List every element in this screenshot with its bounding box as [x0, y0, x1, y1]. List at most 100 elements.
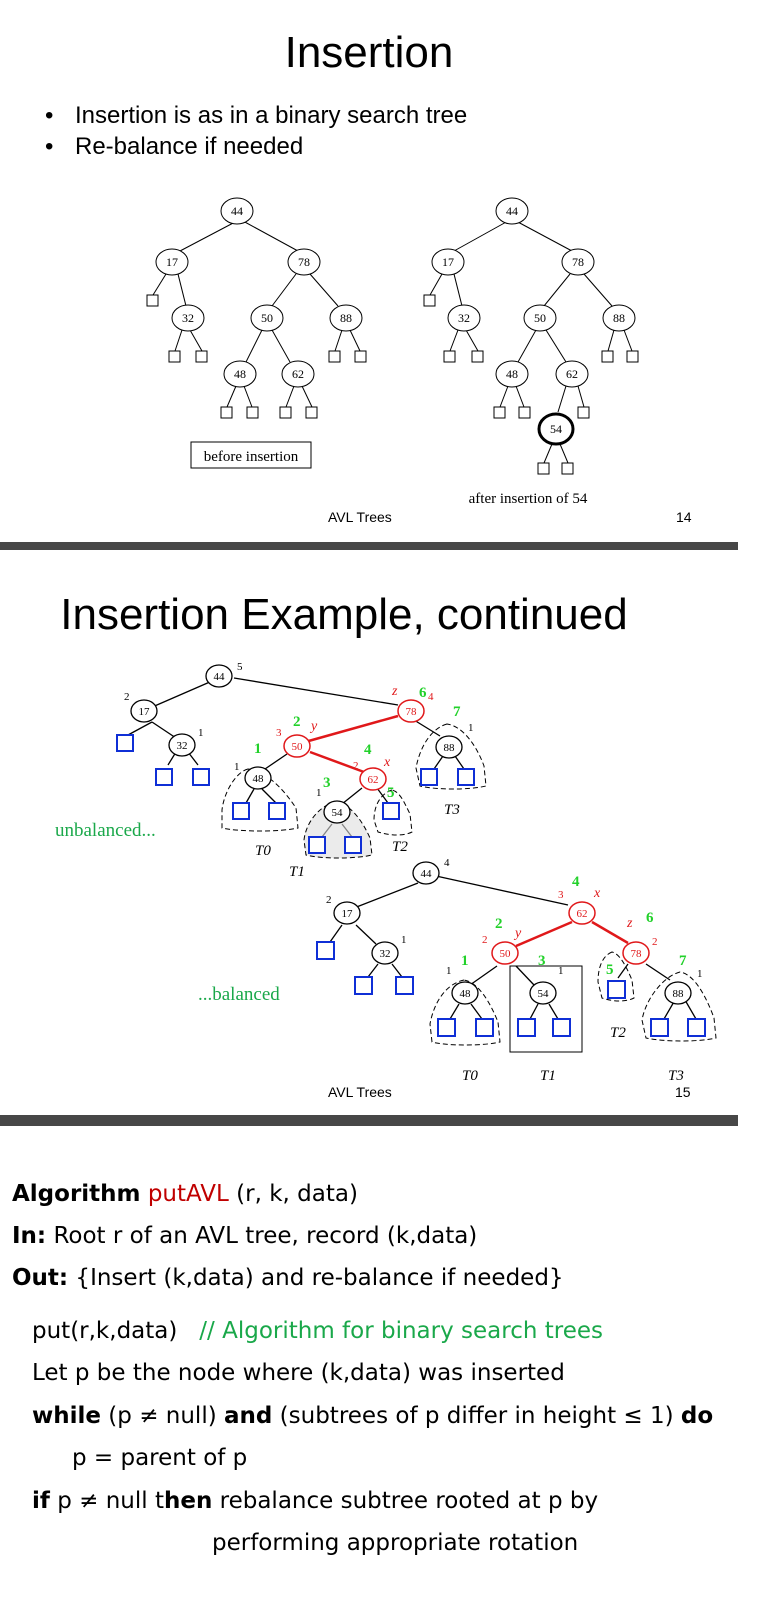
order-label: 7 [679, 953, 687, 969]
height-label: 4 [428, 691, 434, 703]
node-label: 44 [421, 868, 433, 880]
order-label: 7 [453, 704, 461, 720]
subtree-label-t1: T1 [540, 1068, 556, 1084]
slide1-bullets: •Insertion is as in a binary search tree… [45, 100, 467, 162]
node-label: 54 [538, 988, 550, 1000]
node-label: 32 [380, 948, 391, 960]
algorithm-header: Algorithm putAVL (r, k, data) [12, 1181, 358, 1207]
node-label: 32 [177, 740, 188, 752]
slide-algorithm: Algorithm putAVL (r, k, data) In: Root r… [0, 1126, 738, 1620]
slide-insertion: Insertion •Insertion is as in a binary s… [0, 0, 738, 542]
node-label: 50 [534, 311, 546, 325]
y-label: y [309, 719, 318, 734]
node-label: 88 [444, 742, 456, 754]
height-label: 1 [198, 727, 204, 739]
node-label: 54 [550, 422, 562, 436]
x-label: x [593, 886, 601, 901]
node-label: 48 [460, 988, 472, 1000]
subtree-label-t0: T0 [462, 1068, 478, 1084]
bullet-item: •Re-balance if needed [45, 133, 304, 160]
node-label: 78 [406, 706, 418, 718]
slide-separator [0, 1115, 762, 1126]
order-label: 5 [387, 785, 395, 801]
height-label: 4 [444, 857, 450, 869]
z-label: z [391, 684, 398, 699]
node-label: 78 [572, 255, 584, 269]
algorithm-line-if: if p ≠ null then rebalance subtree roote… [32, 1488, 599, 1514]
slide-separator [0, 542, 762, 550]
subtree-label-t3: T3 [668, 1068, 684, 1084]
node-label: 78 [631, 948, 643, 960]
unbalanced-label: unbalanced... [55, 820, 156, 841]
slide-insertion-example: Insertion Example, continued [0, 550, 738, 1115]
order-label: 3 [538, 953, 546, 969]
subtree-label-t0: T0 [255, 843, 271, 859]
node-label: 88 [340, 311, 352, 325]
algorithm-line-parent: p = parent of p [72, 1445, 248, 1471]
height-label: 2 [353, 760, 359, 772]
node-label: 48 [253, 773, 265, 785]
tree-before-insertion: 44 17 78 32 50 88 48 62 before insertion [146, 197, 639, 507]
node-label: 17 [342, 908, 354, 920]
node-label: 54 [332, 807, 344, 819]
order-label: 6 [419, 685, 427, 701]
node-label: 48 [234, 367, 246, 381]
slide1-title: Insertion [284, 28, 454, 77]
slide2-page-number: 15 [675, 1084, 691, 1100]
slide2-footer: AVL Trees [328, 1084, 392, 1100]
node-label: 62 [577, 908, 588, 920]
height-label: 2 [482, 934, 488, 946]
right-margin [738, 0, 762, 1620]
subtree-label-t2: T2 [392, 839, 408, 855]
node-label: 50 [500, 948, 512, 960]
height-label: 3 [558, 889, 564, 901]
node-label: 48 [506, 367, 518, 381]
node-label: 78 [298, 255, 310, 269]
height-label: 1 [401, 934, 407, 946]
node-label: 32 [458, 311, 470, 325]
subtree-label-t1: T1 [289, 864, 305, 880]
order-label: 2 [293, 714, 301, 730]
x-label: x [383, 755, 391, 770]
subtree-label-t3: T3 [444, 802, 460, 818]
order-label: 5 [606, 962, 614, 978]
height-label: 1 [697, 968, 703, 980]
node-label: 44 [231, 204, 243, 218]
algorithm-line-rotation: performing appropriate rotation [212, 1530, 579, 1556]
algorithm-name: putAVL [147, 1181, 229, 1207]
node-label: 17 [139, 706, 151, 718]
height-label: 2 [326, 894, 332, 906]
node-label: 62 [292, 367, 304, 381]
node-label: 88 [613, 311, 625, 325]
node-label: 44 [214, 671, 226, 683]
node-label: 62 [566, 367, 578, 381]
node-label: 88 [673, 988, 685, 1000]
height-label: 1 [316, 787, 322, 799]
height-label: 1 [446, 965, 452, 977]
height-label: 5 [237, 661, 243, 673]
algorithm-line-while: while (p ≠ null) and (subtrees of p diff… [32, 1403, 714, 1429]
avl-rotation-diagram: 44 17 32 88 48 54 78 50 62 5 2 1 1 1 1 4… [55, 661, 717, 1084]
order-label: 6 [646, 910, 654, 926]
balanced-label: ...balanced [198, 984, 280, 1005]
algorithm-line-put: put(r,k,data) // Algorithm for binary se… [32, 1318, 603, 1344]
height-label: 3 [276, 727, 282, 739]
y-label: y [513, 926, 522, 941]
slide1-page-number: 14 [676, 509, 692, 525]
height-label: 2 [124, 691, 130, 703]
order-label: 4 [572, 874, 580, 890]
z-label: z [626, 916, 633, 931]
order-label: 1 [254, 741, 262, 757]
bullet-item: •Insertion is as in a binary search tree [45, 102, 468, 129]
node-label: 62 [368, 774, 379, 786]
order-label: 3 [323, 775, 331, 791]
order-label: 4 [364, 742, 372, 758]
slide1-footer: AVL Trees [328, 509, 392, 525]
before-insertion-label: before insertion [204, 449, 299, 465]
height-label: 1 [558, 965, 564, 977]
slide2-title: Insertion Example, continued [60, 590, 628, 639]
subtree-label-t2: T2 [610, 1025, 626, 1041]
height-label: 1 [234, 761, 240, 773]
node-label: 44 [506, 204, 518, 218]
algorithm-line-let: Let p be the node where (k,data) was ins… [32, 1360, 565, 1386]
